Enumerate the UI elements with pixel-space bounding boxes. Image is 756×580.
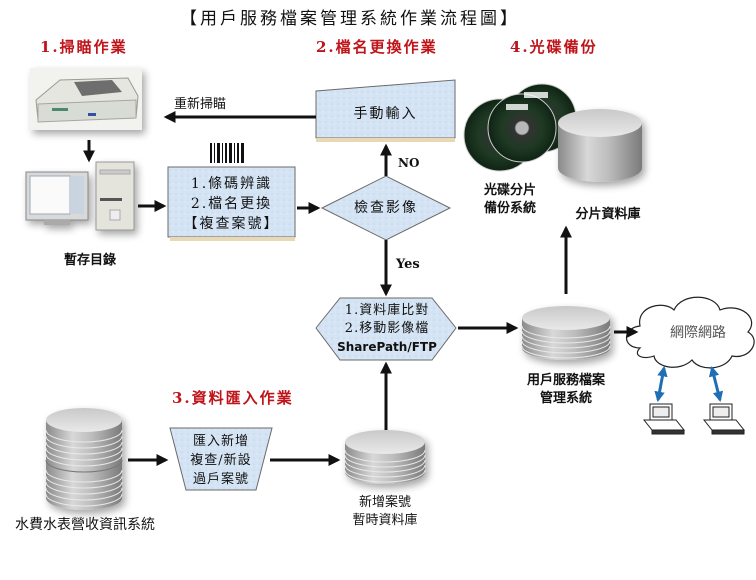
- temp-directory-label: 暫存目錄: [63, 253, 116, 268]
- cd-backup-line-1: 光碟分片: [483, 183, 536, 198]
- hexagon-text: 1.資料庫比對 2.移動影像檔 SharePath/FTP: [322, 302, 452, 356]
- section-scan-heading: 1.掃瞄作業: [40, 38, 128, 56]
- internet-label: 網際網路: [670, 325, 726, 341]
- barcode-box-text: 1.條碼辨識 2.檔名更換 【複查案號】: [168, 174, 295, 234]
- barcode-step-3: 【複查案號】: [183, 216, 280, 232]
- no-label: NO: [398, 156, 420, 170]
- laptop-icon: [702, 403, 746, 435]
- temp-db-line-1: 新增案號: [358, 495, 411, 510]
- source-system-label: 水費水表營收資訊系統: [15, 517, 155, 533]
- barcode-step-2: 2.檔名更換: [190, 196, 273, 212]
- temp-db-line-2: 暫時資料庫: [352, 513, 418, 528]
- barcode-icon: [206, 141, 248, 167]
- cd-backup-label: 光碟分片 備份系統: [470, 182, 550, 218]
- temp-database-icon: [344, 430, 426, 484]
- section-rename-heading: 2.檔名更換作業: [316, 38, 438, 56]
- section-import-heading: 3.資料匯入作業: [172, 389, 294, 407]
- network-arrow-laptop1: [654, 365, 668, 403]
- import-line-1: 匯入新增: [192, 434, 249, 449]
- hex-step-3: SharePath/FTP: [337, 340, 437, 354]
- split-db-label: 分片資料庫: [575, 207, 641, 222]
- main-system-line-1: 用戶服務檔案: [526, 373, 605, 388]
- network-arrow-laptop2: [708, 365, 724, 403]
- cd-discs-icon: [463, 83, 577, 172]
- import-line-3: 過戶案號: [192, 472, 249, 487]
- diagram-title: 【用戶服務檔案管理系統作業流程圖】: [180, 9, 520, 29]
- barcode-step-1: 1.條碼辨識: [190, 176, 273, 192]
- split-database-icon: [558, 109, 642, 182]
- yes-label: Yes: [396, 257, 420, 272]
- section-backup-heading: 4.光碟備份: [510, 38, 598, 56]
- main-system-line-2: 管理系統: [539, 391, 592, 406]
- internet-cloud-icon: [625, 296, 755, 369]
- scanner-icon: [30, 68, 142, 130]
- check-image-label: 檢查影像: [354, 200, 418, 216]
- computer-icon: [25, 161, 135, 231]
- main-system-label: 用戶服務檔案 管理系統: [516, 372, 616, 408]
- temp-db-label: 新增案號 暫時資料庫: [345, 494, 425, 530]
- import-box-text: 匯入新增 複查/新設 過戶案號: [178, 432, 264, 489]
- cd-backup-line-2: 備份系統: [483, 201, 536, 216]
- source-system-database-icon: [45, 408, 123, 510]
- check-image-decision: [320, 175, 452, 241]
- hex-step-1: 1.資料庫比對: [344, 303, 430, 318]
- laptop-icon: [642, 403, 686, 435]
- hex-step-2: 2.移動影像檔: [344, 321, 430, 336]
- rescan-label: 重新掃瞄: [174, 97, 227, 112]
- main-system-database-icon: [521, 306, 611, 360]
- hexagon-process: [315, 297, 457, 361]
- manual-input-label: 手動輸入: [353, 106, 418, 122]
- import-process-shape: [169, 427, 273, 491]
- import-line-2: 複查/新設: [190, 453, 252, 468]
